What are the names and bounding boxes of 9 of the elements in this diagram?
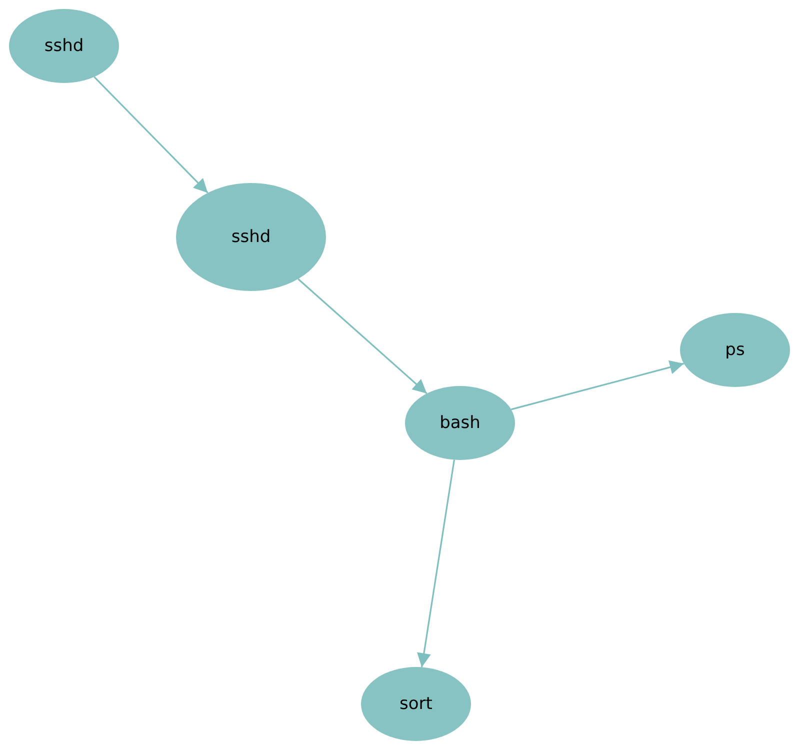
node-label: sshd [44, 36, 84, 56]
node-label: sshd [231, 227, 271, 247]
node-label: ps [725, 340, 745, 360]
arrow [510, 360, 684, 410]
arrow [417, 460, 456, 668]
node-label: sort [400, 694, 432, 714]
arrow [298, 278, 428, 394]
node-label: bash [440, 413, 480, 433]
arrow [94, 76, 208, 194]
